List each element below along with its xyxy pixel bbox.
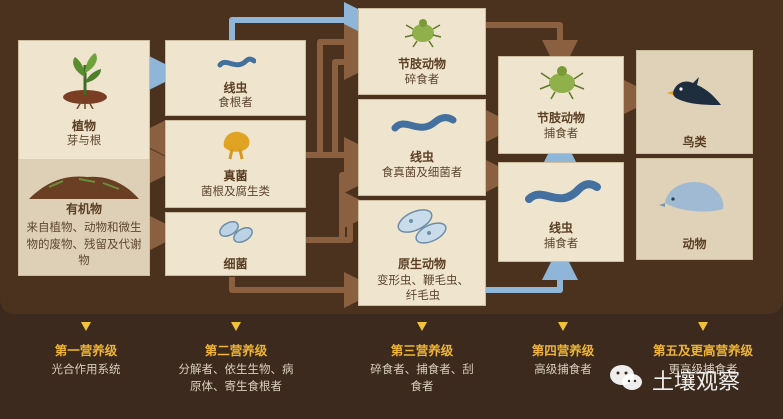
level-1-desc: 光合作用系统 xyxy=(51,362,121,376)
nematode-fungal-desc: 食真菌及细菌者 xyxy=(381,165,463,179)
organic-title: 有机物 xyxy=(65,202,102,216)
level-marker xyxy=(417,322,427,331)
arthropod-predator-desc: 捕食者 xyxy=(543,126,579,140)
mite-icon xyxy=(404,19,442,48)
animals-title: 动物 xyxy=(682,237,707,251)
level-5-title: 第五及更高营养级 xyxy=(652,343,753,358)
bacteria-card: 细菌 xyxy=(165,212,306,276)
birds-title: 鸟类 xyxy=(682,135,707,149)
plant-organic-card: 植物 芽与根 有机物 来自植物、动物和微生物的废物、残留及代谢物 xyxy=(18,40,150,276)
nematode-predator-title: 线虫 xyxy=(548,221,573,235)
level-marker xyxy=(231,322,241,331)
level-4-title: 第四营养级 xyxy=(531,343,595,358)
nematode-icon xyxy=(525,180,601,203)
nematode-fungal-card: 线虫 食真菌及细菌者 xyxy=(358,99,486,196)
protozoa-title: 原生动物 xyxy=(397,257,446,271)
arthropod-predator-title: 节肢动物 xyxy=(536,111,585,125)
fungi-card: 真菌 菌根及腐生类 xyxy=(165,120,306,208)
nematode-root-title: 线虫 xyxy=(223,81,248,95)
nematode-predator-desc: 捕食者 xyxy=(543,236,579,250)
bacteria-icon xyxy=(219,221,253,243)
plants-title: 植物 xyxy=(71,119,96,133)
plants-desc: 芽与根 xyxy=(66,133,102,147)
fungi-title: 真菌 xyxy=(223,169,248,183)
organic-desc: 来自植物、动物和微生物的废物、残留及代谢物 xyxy=(26,220,142,268)
nematode-icon xyxy=(217,56,256,68)
level-marker xyxy=(81,322,91,331)
mushroom-icon xyxy=(223,131,250,160)
nematode-fungal-title: 线虫 xyxy=(409,150,434,164)
protozoa-icon xyxy=(397,209,447,244)
levels-panel xyxy=(0,314,783,419)
level-4-desc: 高级捕食者 xyxy=(534,362,592,376)
level-3-title: 第三营养级 xyxy=(390,343,454,358)
nematode-predator-card: 线虫 捕食者 xyxy=(498,162,624,262)
arthropod-shredder-title: 节肢动物 xyxy=(397,57,446,71)
level-5-desc: 更高级捕食者 xyxy=(668,362,738,376)
bacteria-title: 细菌 xyxy=(223,257,248,271)
level-1: 第一营养级 光合作用系统 xyxy=(16,322,156,378)
level-2-title: 第二营养级 xyxy=(204,343,268,358)
arthropod-shredder-desc: 碎食者 xyxy=(404,72,440,86)
watermark-text: 土壤观察 xyxy=(652,370,741,395)
level-1-title: 第一营养级 xyxy=(54,343,118,358)
wechat-icon xyxy=(610,365,642,390)
arthropod-predator-card: 节肢动物 捕食者 xyxy=(498,56,624,154)
protozoa-card: 原生动物 变形虫、鞭毛虫、纤毛虫 xyxy=(358,200,486,306)
level-3: 第三营养级 碎食者、捕食者、刮食者 xyxy=(356,322,488,394)
level-2-desc: 分解者、依生生物、病原体、寄生食根者 xyxy=(178,362,294,393)
level-5: 第五及更高营养级 更高级捕食者 xyxy=(636,322,770,378)
nematode-root-card: 线虫 食根者 xyxy=(165,40,306,116)
nematode-icon xyxy=(391,114,457,132)
mite-icon xyxy=(539,66,585,100)
animals-card: 动物 xyxy=(636,158,753,260)
watermark: 土壤观察 xyxy=(608,360,778,396)
level-marker xyxy=(698,322,708,331)
birds-card: 鸟类 xyxy=(636,50,753,154)
nematode-root-desc: 食根者 xyxy=(218,95,253,109)
mole-icon xyxy=(659,181,724,212)
protozoa-desc: 变形虫、鞭毛虫、纤毛虫 xyxy=(377,273,469,302)
level-4: 第四营养级 高级捕食者 xyxy=(500,322,626,378)
fungi-desc: 菌根及腐生类 xyxy=(201,184,270,198)
level-3-desc: 碎食者、捕食者、刮食者 xyxy=(370,362,474,393)
level-marker xyxy=(558,322,568,331)
bird-icon xyxy=(667,77,721,105)
soil-mound-icon xyxy=(29,176,139,199)
plant-icon xyxy=(63,53,107,109)
arthropod-shredder-card: 节肢动物 碎食者 xyxy=(358,8,486,95)
level-2: 第二营养级 分解者、依生生物、病原体、寄生食根者 xyxy=(166,322,306,394)
